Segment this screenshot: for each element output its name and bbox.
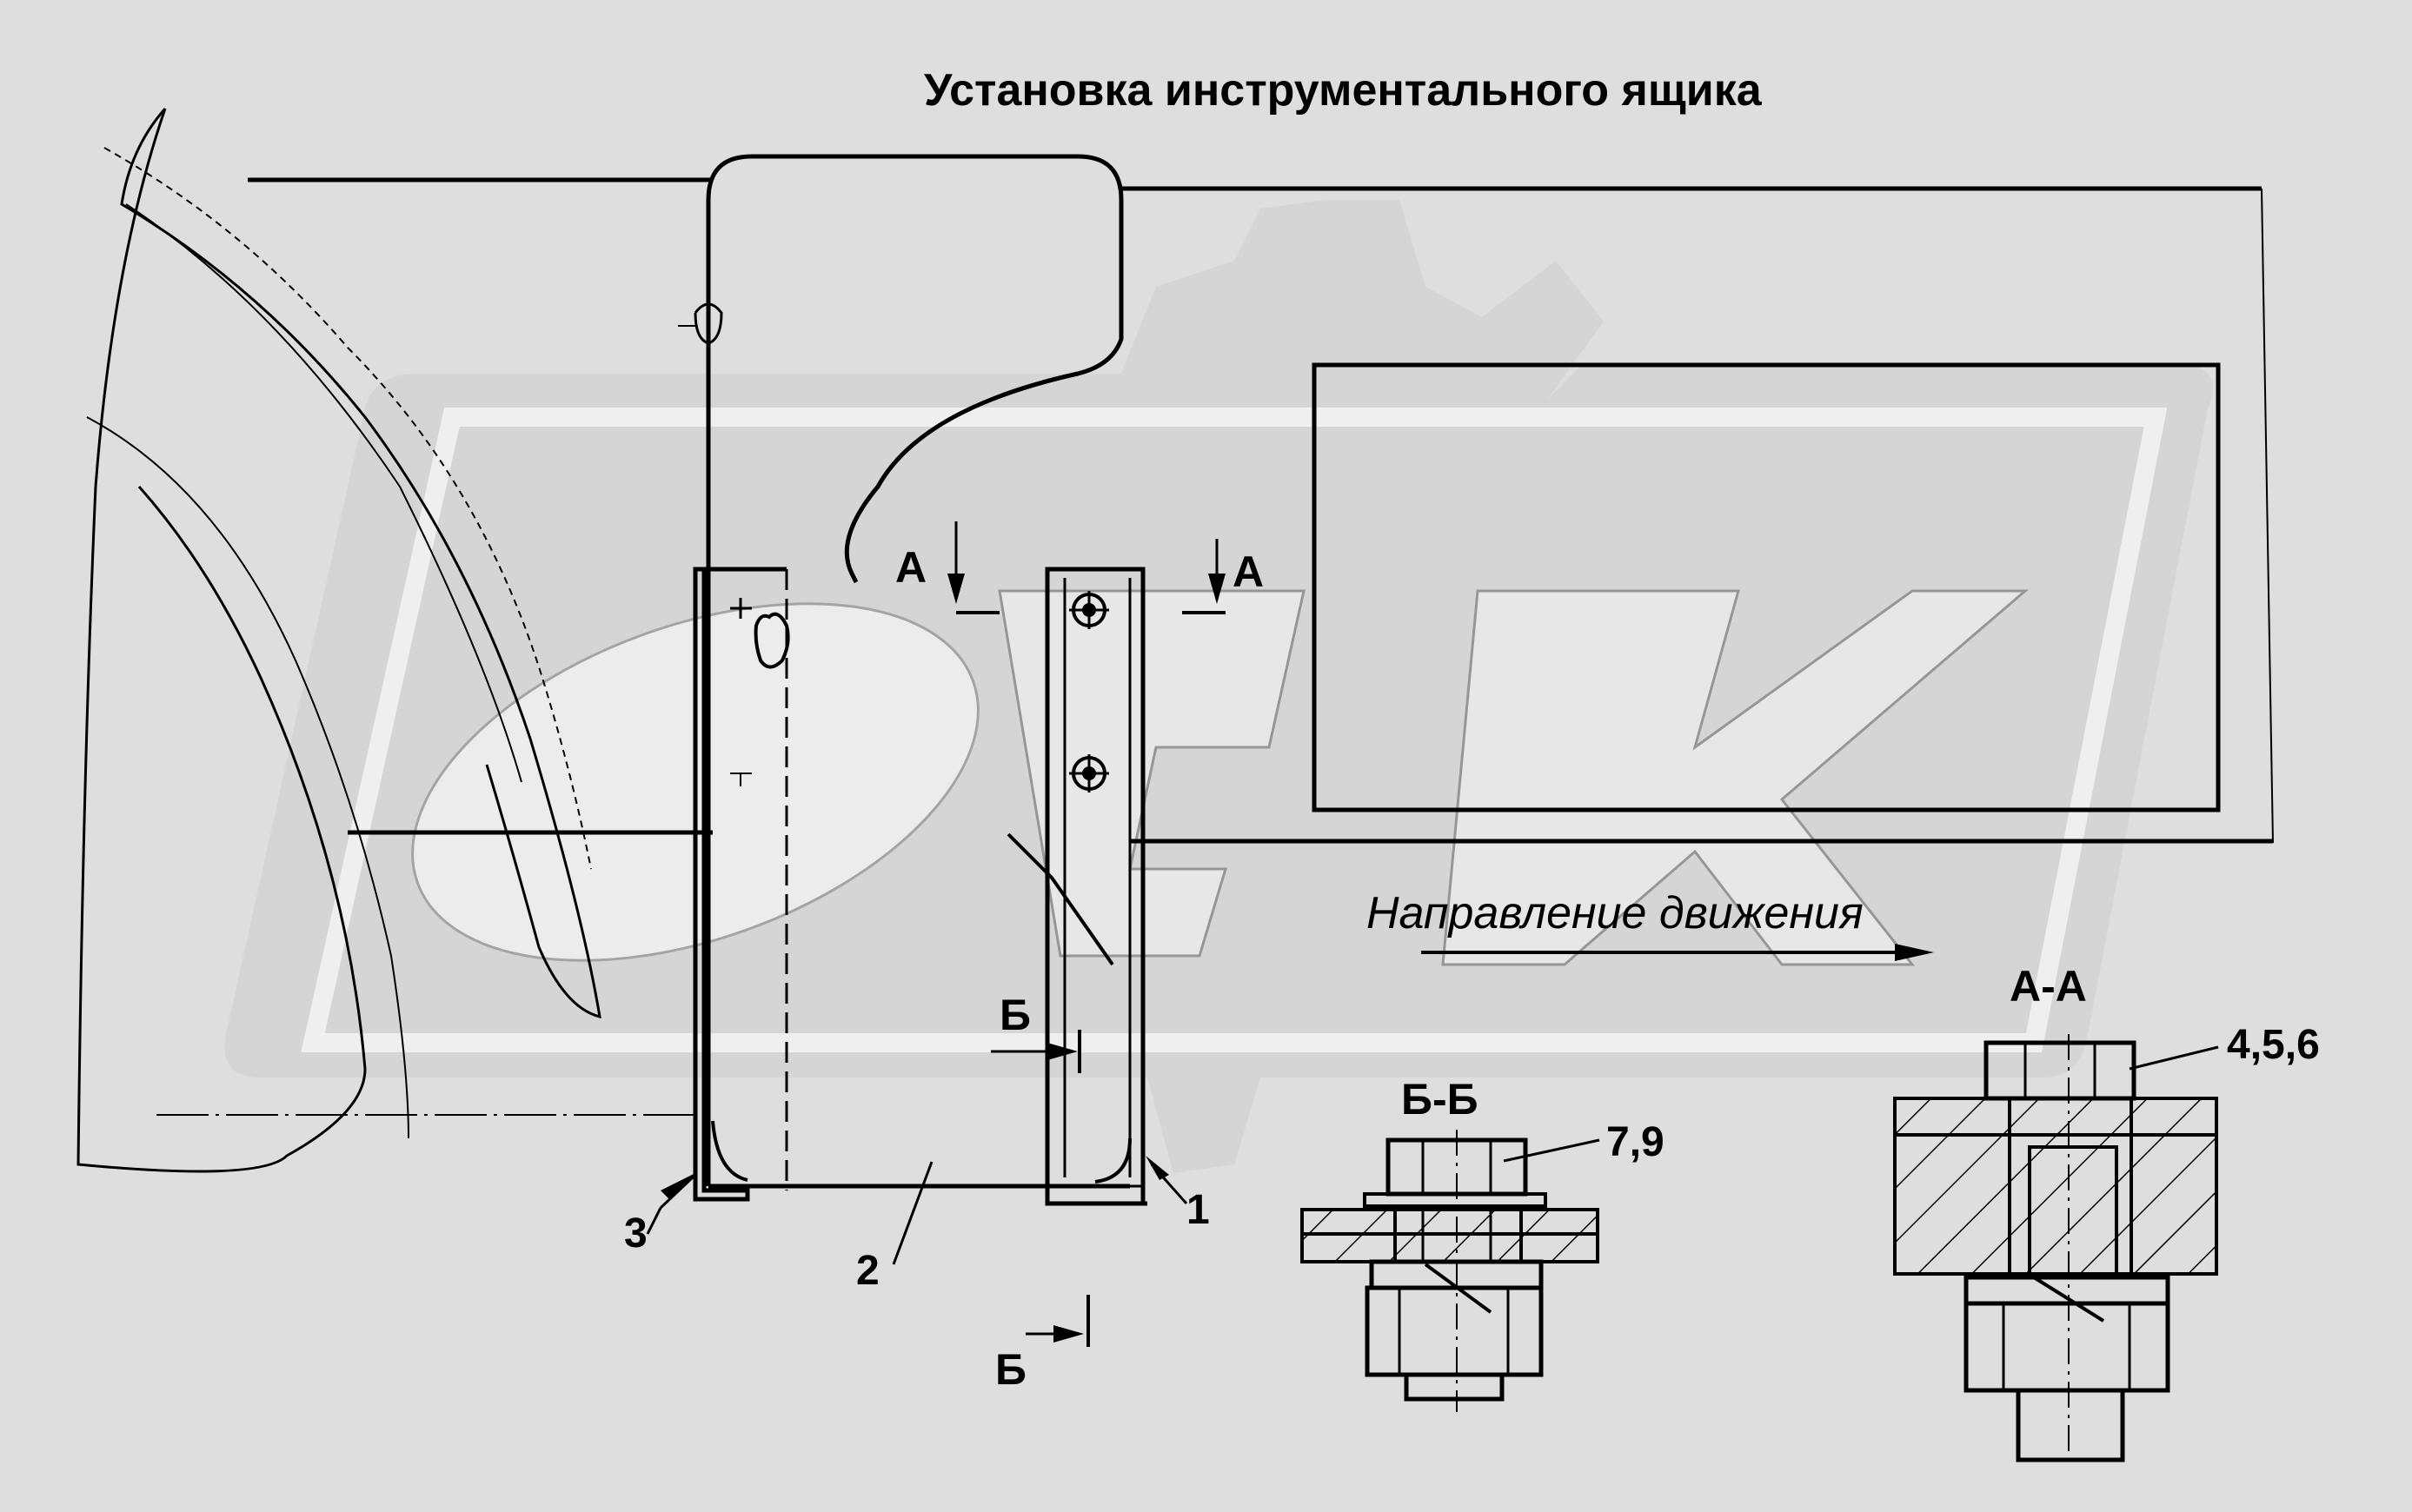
callout-part-2: 2 xyxy=(856,1248,880,1294)
section-b-label-top: Б xyxy=(1000,991,1031,1039)
section-b-marks xyxy=(991,1030,1090,1347)
bolt-icon-upper xyxy=(1069,591,1109,629)
wheel-fender xyxy=(76,108,601,1173)
section-a-label-right: А xyxy=(1233,547,1264,596)
callout-part-1: 1 xyxy=(1186,1187,1210,1233)
callout-part-3: 3 xyxy=(624,1210,648,1257)
platform-box xyxy=(1312,362,2221,812)
section-b-label-bottom: Б xyxy=(995,1345,1027,1394)
callout-parts-4-5-6: 4,5,6 xyxy=(2227,1022,2320,1068)
section-aa-title: А-А xyxy=(2010,962,2087,1011)
section-bb-title: Б-Б xyxy=(1401,1075,1478,1124)
callout-leaders xyxy=(646,1045,2219,1265)
vehicle-frame xyxy=(156,177,2274,1116)
section-bb-detail xyxy=(1300,1130,1599,1412)
direction-arrow xyxy=(1421,944,1934,961)
section-aa-detail xyxy=(1893,1034,2218,1469)
watermark-logo xyxy=(224,200,2214,1173)
section-a-marks xyxy=(947,521,1226,614)
bracket-left xyxy=(693,567,790,1202)
callout-parts-7-9: 7,9 xyxy=(1606,1119,1664,1165)
direction-of-travel-label: Направление движения xyxy=(1366,888,1864,938)
drawing-title: Установка инструментального ящика xyxy=(924,65,1763,116)
bracket-right xyxy=(1045,567,1147,1206)
bolt-icon-lower xyxy=(1069,754,1109,792)
section-a-label-left: А xyxy=(895,543,927,592)
